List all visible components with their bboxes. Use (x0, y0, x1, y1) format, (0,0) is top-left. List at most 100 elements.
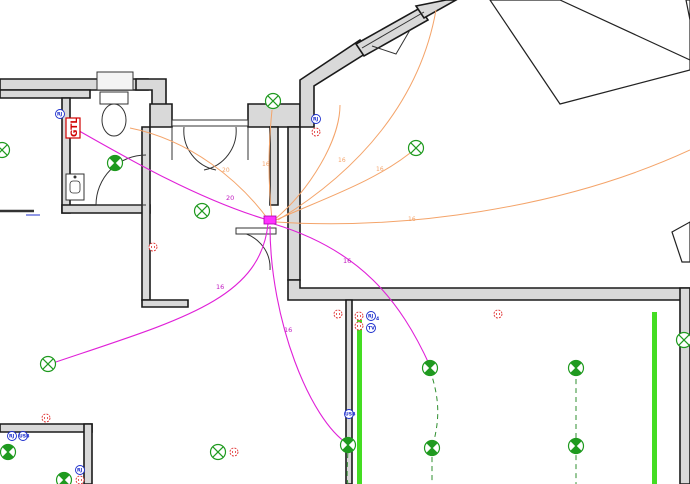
tv-icon: TV (366, 323, 376, 333)
svg-text:RJ: RJ (9, 434, 15, 440)
rj45-icon: RJ (7, 431, 17, 441)
socket-icon (354, 321, 364, 331)
circuit-label-orange-c: 16 (338, 157, 346, 164)
circuit-orange-b (268, 109, 273, 221)
wall-angled-window (354, 6, 430, 58)
wall-right-edge (679, 287, 690, 484)
socket-icon (354, 311, 364, 321)
ceiling-lights (0, 92, 690, 461)
junction-box-icon (263, 215, 277, 225)
circuit-orange-a (129, 127, 271, 223)
svg-text:RJ: RJ (313, 117, 319, 123)
circuit-dashed-a (429, 369, 439, 449)
svg-text:USB: USB (19, 434, 30, 440)
door-center-frame (235, 227, 277, 235)
circuit-pink-b (49, 223, 269, 365)
sink-tap-icon (73, 175, 77, 179)
rj45-icon: RJ (311, 114, 321, 124)
socket-icon (333, 309, 343, 319)
wall-bottom-right (287, 279, 690, 301)
gtl-label: GTL (70, 118, 80, 137)
ceiling-light-icon (0, 141, 11, 159)
circuits-orange: 20 16 16 16 16 (129, 9, 690, 225)
strip-light-left (357, 320, 362, 484)
socket-icon (41, 413, 51, 423)
rj45-icon: RJ (366, 311, 376, 321)
wall-angled-top (414, 0, 458, 20)
ceiling-light-icon (193, 202, 211, 220)
circuit-label-orange-a: 20 (222, 167, 230, 174)
gtl-box (65, 117, 81, 139)
wall-toilet-bottom (61, 204, 151, 214)
circuit-label-pink-c: 16 (284, 326, 292, 334)
rj45-count: 4 (376, 316, 379, 322)
window-line (361, 11, 425, 49)
sink-basin-icon (69, 180, 81, 194)
data-outlets: RJ RJ RJ 4 TV USB RJ USB RJ (7, 109, 379, 475)
svg-text:RJ: RJ (368, 314, 374, 320)
wall-light-icon (339, 436, 357, 454)
window-swing (371, 29, 411, 55)
circuit-label-pink-b: 16 (216, 283, 224, 291)
circuit-label-orange-e: 16 (408, 216, 416, 223)
circuit-pink-c (269, 225, 349, 445)
rj45-icon: RJ (55, 109, 65, 119)
wall-light-icon (423, 439, 441, 457)
circuit-pink-a (73, 127, 269, 221)
socket-icon (493, 309, 503, 319)
svg-text:USB: USB (345, 412, 356, 418)
ceiling-light-icon (407, 139, 425, 157)
wall-central-vertical (287, 126, 301, 281)
wall-bottom-right-inner (345, 299, 353, 484)
wall-left-corridor (0, 89, 91, 99)
svg-text:TV: TV (368, 326, 375, 332)
wall-light-icon (567, 437, 585, 455)
circuits-dashed (346, 369, 577, 484)
svg-text:RJ: RJ (77, 468, 83, 474)
toilet-tank-icon (96, 71, 134, 91)
ceiling-light-icon (675, 331, 690, 349)
circuit-orange-e (275, 149, 690, 225)
wall-central-stub (269, 126, 279, 206)
gtl-panel: GTL (65, 117, 81, 139)
wall-light-icon (0, 443, 17, 461)
ceiling-light-icon (264, 92, 282, 110)
circuit-orange-d (275, 147, 417, 221)
socket-icon (229, 447, 239, 457)
circuit-label-orange-d: 16 (376, 166, 384, 173)
toilet-seat-icon (99, 91, 129, 105)
wall-bottom-left-top (0, 423, 93, 433)
cabinet-outline (671, 221, 690, 263)
usb-icon: USB (344, 409, 356, 419)
circuit-label-orange-b: 16 (262, 161, 270, 168)
circuit-pink-d (273, 223, 431, 367)
wall-light-icon (567, 359, 585, 377)
wall-bottom-left-right (83, 423, 93, 484)
door-center-swing (235, 231, 271, 271)
wall-light-icon (55, 471, 73, 484)
socket-icon (311, 127, 321, 137)
strip-light-right (652, 312, 657, 484)
doors (95, 119, 277, 271)
socket-icon (75, 475, 85, 484)
wall-partition-vertical (141, 126, 151, 301)
wall-center-top-left (149, 103, 173, 128)
usb-icon: USB (18, 431, 30, 441)
wall-light-icon (421, 359, 439, 377)
strip-lights (357, 312, 657, 484)
ceiling-light-icon (39, 355, 57, 373)
wall-light-icon (106, 154, 124, 172)
circuit-orange-c (273, 104, 341, 221)
door-double-swing (171, 126, 249, 171)
rj45-icon: RJ (75, 465, 85, 475)
circuit-orange-f (277, 9, 437, 221)
door-double-frame (171, 119, 249, 127)
fixtures (0, 0, 690, 263)
circuit-label-pink-a: 20 (226, 194, 234, 202)
toilet-bowl-icon (101, 103, 127, 137)
wall-angled-upper (299, 38, 370, 128)
circuit-label-pink-d: 16 (343, 257, 351, 265)
svg-text:RJ: RJ (57, 112, 63, 118)
ceiling-light-icon (209, 443, 227, 461)
